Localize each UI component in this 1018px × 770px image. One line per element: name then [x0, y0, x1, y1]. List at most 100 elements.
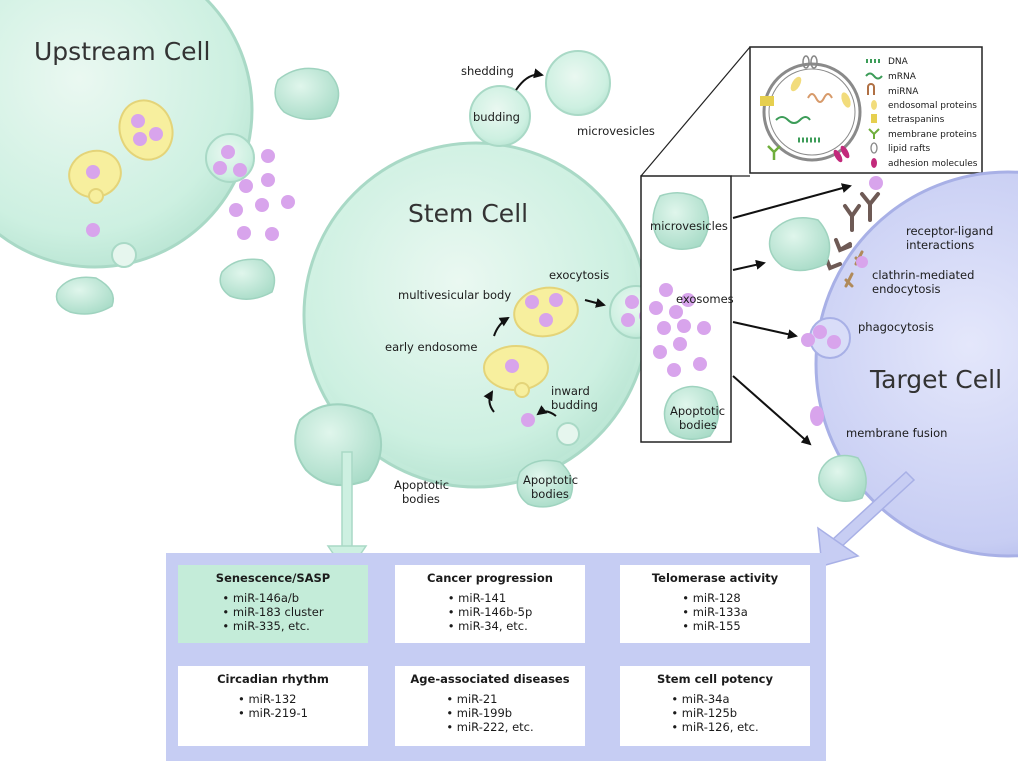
stem-cell	[294, 85, 663, 489]
mirna-function-panel: Senescence/SASP miR-146a/b miR-183 clust…	[166, 553, 826, 761]
mrna-icon	[775, 116, 811, 124]
label-box-apoptotic: Apoptotic	[670, 404, 725, 418]
mirna-list: miR-21 miR-199b miR-222, etc.	[446, 692, 534, 734]
mirna-item: miR-146a/b	[222, 591, 323, 605]
mirna-item: miR-21	[446, 692, 533, 706]
function-box-circadian: Circadian rhythm miR-132 miR-219-1	[178, 666, 368, 746]
mirna-item: miR-133a	[682, 605, 748, 619]
mirna-item: miR-126, etc.	[671, 720, 759, 734]
mirna-item: miR-141	[448, 591, 533, 605]
legend-label: miRNA	[888, 87, 919, 97]
lipid-raft-icon	[810, 55, 818, 69]
arrow-endocytosis	[732, 259, 766, 271]
function-box-senescence: Senescence/SASP miR-146a/b miR-183 clust…	[178, 565, 368, 643]
membrane-protein-icon	[868, 128, 880, 139]
mirna-item: miR-222, etc.	[446, 720, 534, 734]
label-shedding: shedding	[461, 64, 514, 78]
label-box-exosomes: exosomes	[676, 292, 734, 306]
label-budding: budding	[473, 110, 520, 124]
mirna-list: miR-132 miR-219-1	[238, 692, 308, 720]
function-box-stem-potency: Stem cell potency miR-34a miR-125b miR-1…	[620, 666, 810, 746]
inward-budding-arrow-2	[536, 405, 557, 417]
legend-label: mRNA	[888, 72, 917, 82]
ev-legend-box	[749, 46, 983, 174]
label-bodies-1: bodies	[402, 492, 440, 506]
arrow-receptor	[732, 183, 852, 219]
apoptotic-body	[516, 459, 574, 508]
function-box-title: Senescence/SASP	[215, 571, 331, 585]
mirna-list: miR-141 miR-146b-5p miR-34, etc.	[448, 591, 533, 633]
vesicle	[86, 223, 100, 237]
upstream-endosome-2	[68, 149, 122, 204]
label-receptor-2: interactions	[906, 238, 974, 252]
mirna-icon	[807, 93, 833, 103]
legend-keys	[865, 59, 883, 168]
legend-label: membrane proteins	[888, 130, 977, 140]
multivesicular-body	[513, 286, 579, 338]
label-phagocytosis: phagocytosis	[858, 320, 934, 334]
label-inward: inward	[551, 384, 590, 398]
incoming-microvesicle	[768, 217, 831, 272]
function-box-cancer: Cancer progression miR-141 miR-146b-5p m…	[395, 565, 585, 643]
lipid-raft-icon	[870, 142, 878, 154]
endosomal-protein-icon	[841, 92, 851, 108]
membrane-protein-icon	[767, 145, 781, 160]
legend-label: adhesion molecules	[888, 159, 978, 169]
label-multivesicular-body: multivesicular body	[398, 288, 511, 302]
lipid-raft-icon	[802, 55, 810, 69]
legend-label: tetraspanins	[888, 115, 945, 125]
early-endosome	[483, 345, 549, 398]
arrow-fusion	[732, 375, 812, 446]
free-microvesicle-3	[55, 276, 114, 315]
mirna-item: miR-34, etc.	[448, 619, 533, 633]
label-apoptotic-1: Apoptotic	[394, 478, 449, 492]
mirna-item: miR-183 cluster	[222, 605, 324, 619]
function-box-age-diseases: Age-associated diseases miR-21 miR-199b …	[395, 666, 585, 746]
fusing-apoptotic-body	[818, 454, 867, 502]
label-box-bodies: bodies	[679, 418, 717, 432]
label-exocytosis: exocytosis	[549, 268, 609, 282]
tetraspanin-icon	[871, 114, 877, 123]
upstream-endosome-1	[118, 99, 174, 161]
mirna-item: miR-219-1	[238, 706, 308, 720]
zoom-line-left	[640, 46, 751, 177]
legend-label: endosomal proteins	[888, 101, 977, 111]
endosomal-protein-icon	[871, 100, 877, 110]
exocytosis-arrow	[584, 298, 606, 308]
label-bodies-2: bodies	[531, 487, 569, 501]
mirna-item: miR-335, etc.	[222, 619, 323, 633]
label-apoptotic-2: Apoptotic	[523, 473, 578, 487]
function-box-title: Stem cell potency	[657, 672, 773, 686]
tetraspanin-icon	[760, 96, 774, 106]
arrow-phagocytosis	[732, 321, 798, 340]
ev-types-box	[640, 175, 732, 443]
endosomal-protein-icon	[790, 76, 802, 92]
shedding-arrow	[515, 68, 544, 91]
mirna-icon	[867, 83, 875, 95]
free-microvesicle-2	[219, 258, 276, 300]
label-clathrin-1: clathrin-mediated	[872, 268, 974, 282]
adhesion-molecule-icon	[840, 145, 850, 159]
target-cell-title: Target Cell	[869, 365, 1002, 394]
mirna-list: miR-146a/b miR-183 cluster miR-335, etc.	[222, 591, 324, 633]
label-receptor-1: receptor-ligand	[906, 224, 993, 238]
label-membrane-fusion: membrane fusion	[846, 426, 947, 440]
free-microvesicle-1	[274, 67, 340, 120]
function-box-telomerase: Telomerase activity miR-128 miR-133a miR…	[620, 565, 810, 643]
inward-budding-arrow-1	[483, 390, 495, 413]
legend-label: lipid rafts	[888, 144, 931, 154]
mrna-icon	[865, 72, 883, 80]
shed-microvesicle	[545, 50, 611, 116]
mirna-item: miR-34a	[671, 692, 758, 706]
label-microvesicles-top: microvesicles	[577, 124, 655, 138]
target-vesicles	[801, 176, 883, 349]
function-box-title: Telomerase activity	[651, 571, 779, 585]
maturation-arrow	[493, 316, 510, 337]
mirna-item: miR-125b	[671, 706, 758, 720]
label-early-endosome: early endosome	[385, 340, 478, 354]
adhesion-molecule-icon	[833, 149, 843, 163]
function-box-title: Age-associated diseases	[410, 672, 570, 686]
legend-label: DNA	[888, 57, 909, 67]
mirna-item: miR-132	[238, 692, 308, 706]
